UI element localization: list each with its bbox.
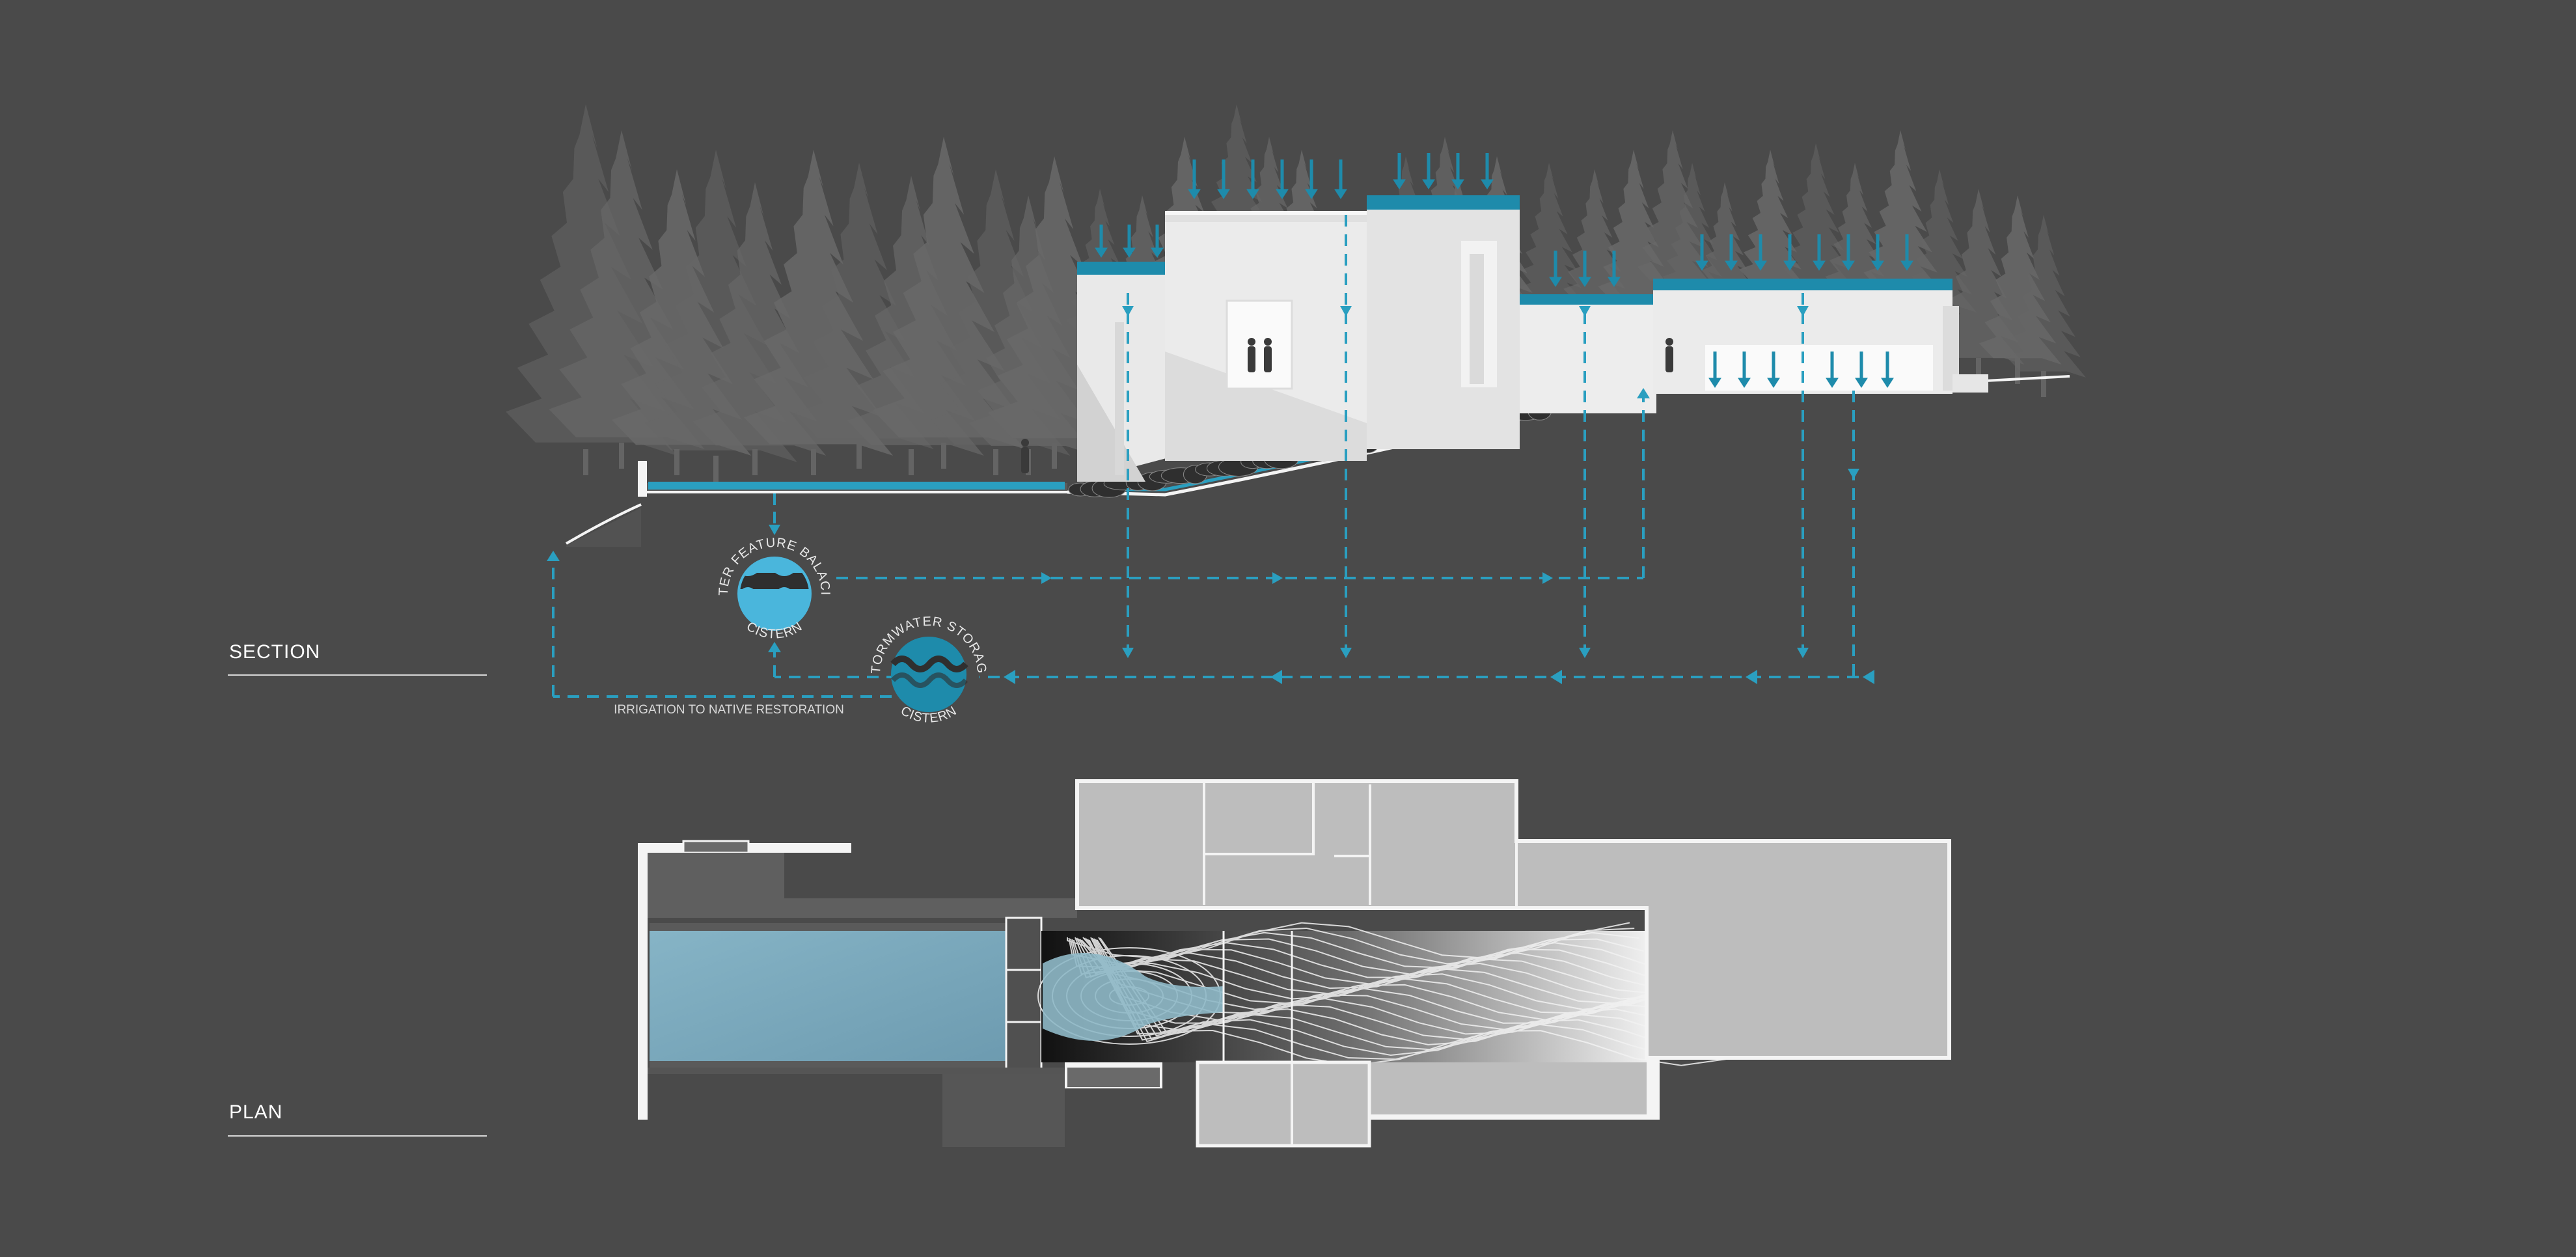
section-label: SECTION: [229, 641, 321, 663]
tree-icon: [1778, 143, 1854, 286]
irrigation-label: IRRIGATION TO NATIVE RESTORATION: [614, 703, 844, 717]
tree-icon: [862, 137, 1025, 449]
tree-icon: [1973, 195, 2062, 365]
flow-arrow-icon: [547, 306, 1874, 684]
person-icon: [1021, 338, 1673, 473]
tree-icon: [1632, 130, 1714, 286]
site-plan: [638, 779, 1951, 1148]
contour-lines: [1037, 922, 1729, 1066]
rain-arrow-icon: [1095, 153, 1913, 388]
tree-icon: [1734, 150, 1806, 286]
plan-underline: [228, 1135, 487, 1137]
tree-icon: [1821, 163, 1889, 293]
tree-icon: [1694, 182, 1755, 299]
plan-label: PLAN: [229, 1101, 283, 1123]
section-underline: [228, 674, 487, 676]
tree-icon: [733, 150, 894, 456]
tree-icon: [2001, 215, 2086, 378]
tree-icon: [1511, 163, 1587, 306]
water-flow-lines: [552, 215, 1859, 698]
building-section: [1077, 195, 1988, 482]
